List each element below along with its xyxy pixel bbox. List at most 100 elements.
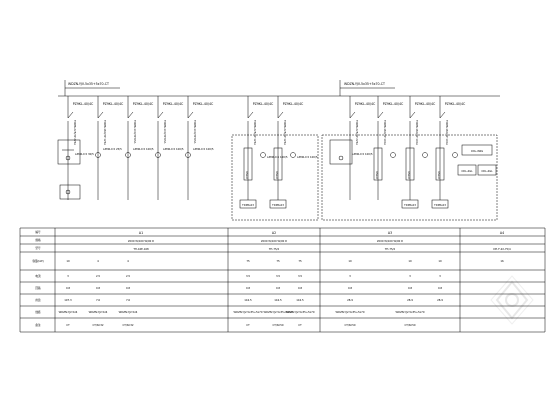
ct-symbol: [422, 152, 428, 158]
dist-box: [431, 199, 449, 209]
breaker-rating: TDM6-100/3P 63A: [163, 120, 167, 144]
table-cell: 75: [276, 259, 280, 263]
ct-symbol: [338, 155, 344, 161]
row-label: 用途: [35, 298, 41, 302]
breaker-label: PZ9KL-40/4C: [103, 102, 124, 106]
breaker-rating: TDM6-225/3P 225A: [355, 120, 359, 145]
breaker-label: PZ9KL-40/4C: [193, 102, 214, 106]
panel-model: TH-16E-168: [133, 247, 149, 251]
table-cell: 10: [408, 259, 412, 263]
meter-box: [373, 147, 383, 181]
ct-label: LZM6-0.5 30/5: [75, 152, 94, 156]
row-label: 备注: [35, 323, 41, 327]
section-number: A1: [139, 231, 143, 235]
util-box: [457, 164, 477, 176]
dist-box: [269, 199, 287, 209]
table-cell: 10: [66, 259, 70, 263]
table-cell: WDZN-YJV-5x6: [59, 310, 78, 314]
ct-symbol: [155, 152, 161, 158]
table-cell: 0.8: [246, 286, 250, 290]
breaker-rating: TDM6-100/3P 63A: [133, 120, 137, 144]
dbox-label: TDM6-63: [404, 203, 416, 207]
row-label: 容量(kW): [32, 259, 43, 263]
table-cell: 142.5: [296, 298, 304, 302]
meter-box: [405, 147, 415, 181]
row-label: 规格: [35, 238, 41, 242]
util-label: CDL-4WG: [471, 149, 483, 153]
row-label: 回路: [35, 286, 41, 290]
breaker-blade: [439, 111, 446, 119]
dbox-label: TDM6-63: [242, 203, 254, 207]
table-cell: 3: [409, 274, 411, 278]
breaker-label: PZ9KL-40/4C: [73, 102, 94, 106]
ct-symbol: [390, 152, 396, 158]
table-cell: 142.5: [274, 298, 282, 302]
table-cell: WDZN-YJV-5x6: [89, 310, 108, 314]
panel-spec: 2000 W/100 W/00 D: [261, 239, 287, 243]
ct-symbol: [95, 152, 101, 158]
panel-spec: 2000 W/100 W/00 D: [377, 239, 403, 243]
table-cell: 0.8: [66, 286, 70, 290]
table-cell: WDZN-YJV-5x35+5x50: [264, 310, 293, 314]
table-cell: CT: [298, 323, 302, 327]
breaker-rating: TDM6-160/3P 125A: [103, 120, 107, 145]
table-cell: 3: [439, 274, 441, 278]
panel-model: TH-75/2: [385, 247, 396, 251]
meter-box: [243, 147, 253, 181]
ct-symbol: [260, 152, 266, 158]
table-cell: 4: [127, 259, 129, 263]
meter-label: DTSD: [437, 171, 441, 178]
breaker-rating: TDM6-225/3P 225A: [73, 120, 77, 145]
breaker-label: PZ9KL-40/4C: [383, 102, 404, 106]
ct-label: LZM6-0.5 100/5: [267, 155, 288, 159]
table-cell: CT/SC32: [92, 323, 103, 327]
breaker-blade: [349, 111, 356, 119]
meter-box: [435, 147, 445, 181]
contactor-box: [329, 139, 353, 165]
table-cell: 0.8: [408, 286, 412, 290]
table-cell: 142.5: [244, 298, 252, 302]
meter-box: [273, 147, 283, 181]
breaker-rating: TDM6-160/3P 100A: [445, 120, 449, 145]
breaker-label: PZ9KL-40/4C: [445, 102, 466, 106]
breaker-rating: TDM6-160/3P 100A: [415, 120, 419, 145]
table-cell: 16: [500, 259, 504, 263]
meter-label: DTSD: [275, 171, 279, 178]
ct-label: LZM6-0.5 100/5: [352, 152, 373, 156]
dbox-label: TDM6-63: [272, 203, 284, 207]
dashed-frame: [231, 134, 319, 221]
table-cell: 28.9: [347, 298, 353, 302]
table-cell: 7.6: [126, 298, 130, 302]
table-cell: 3.5: [298, 274, 302, 278]
table-cell: 0.8: [96, 286, 100, 290]
breaker-label: PZ9KL-40/4C: [355, 102, 376, 106]
ct-symbol: [452, 152, 458, 158]
util-label: CDL-4GL: [461, 169, 473, 173]
section-number: A3: [388, 231, 392, 235]
section-number: A4: [500, 231, 504, 235]
ct-label: LZM6-0.5 100/5: [193, 147, 214, 151]
table-cell: WDZN-YJV-5x35+5x70: [234, 310, 263, 314]
breaker-label: PZ9KL-40/4C: [283, 102, 304, 106]
table-cell: CT: [246, 323, 250, 327]
table-cell: 75: [246, 259, 250, 263]
breaker-label: PZ9KL-40/4C: [163, 102, 184, 106]
contactor-box: [57, 139, 81, 165]
breaker-blade: [67, 111, 74, 119]
table-cell: 4: [97, 259, 99, 263]
table-cell: 2.5: [126, 274, 130, 278]
table-cell: 0.8: [276, 286, 280, 290]
table-cell: 0.8: [348, 286, 352, 290]
relay-box: [59, 184, 81, 200]
table-cell: CT/SC50: [344, 323, 355, 327]
table-cell: 28.9: [437, 298, 443, 302]
table-cell: WDZN-YJV-5x35+5x70: [396, 310, 425, 314]
dashed-frame: [321, 134, 498, 221]
breaker-blade: [377, 111, 384, 119]
util-box: [477, 164, 497, 176]
table-cell: 7.6: [96, 298, 100, 302]
breaker-rating: TDM6-225/3P 125A: [253, 120, 257, 145]
breaker-label: PZ9KL-40/4C: [253, 102, 274, 106]
feeder-label: WDZN-YJV-5x35+5x70-CT: [344, 82, 385, 86]
